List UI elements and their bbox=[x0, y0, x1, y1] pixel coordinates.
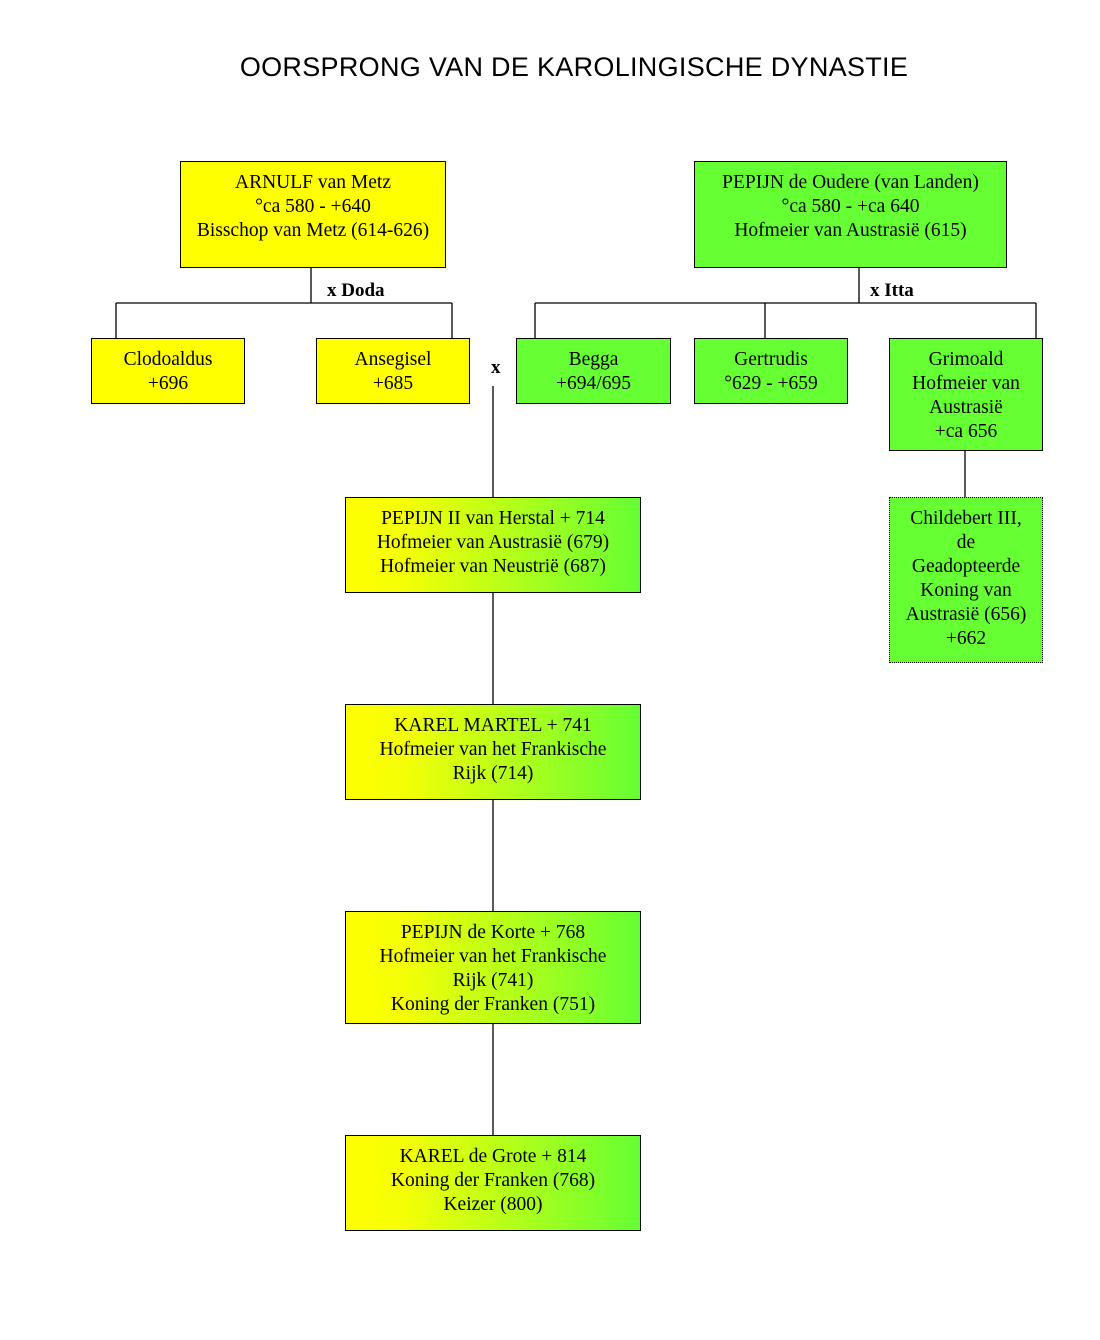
person-line: +ca 656 bbox=[934, 421, 998, 442]
person-box-arnulf: ARNULF van Metz °ca 580 - +640 Bisschop … bbox=[180, 161, 446, 268]
person-line: Keizer (800) bbox=[443, 1194, 543, 1215]
person-line: Ansegisel bbox=[354, 349, 432, 370]
person-line: Clodoaldus bbox=[123, 349, 213, 370]
spouse-label-itta: x Itta bbox=[870, 280, 914, 301]
person-box-karel-grote: KAREL de Grote + 814 Koning der Franken … bbox=[345, 1135, 641, 1231]
person-line: Childebert III, bbox=[910, 508, 1022, 529]
person-line: PEPIJN de Korte + 768 bbox=[400, 922, 586, 943]
person-line: de bbox=[956, 532, 976, 553]
person-line: +694/695 bbox=[556, 373, 631, 394]
person-box-karel-martel: KAREL MARTEL + 741 Hofmeier van het Fran… bbox=[345, 704, 641, 800]
person-line: Geadopteerde bbox=[911, 556, 1021, 577]
person-box-pepijn-ii: PEPIJN II van Herstal + 714 Hofmeier van… bbox=[345, 497, 641, 593]
chart-title: OORSPRONG VAN DE KAROLINGISCHE DYNASTIE bbox=[239, 52, 909, 82]
person-line: +662 bbox=[945, 628, 987, 649]
spouse-label-doda: x Doda bbox=[327, 280, 385, 301]
person-line: Koning der Franken (751) bbox=[390, 994, 596, 1015]
person-line: Austrasië (656) bbox=[905, 604, 1027, 625]
person-line: °629 - +659 bbox=[724, 373, 818, 394]
person-line: Hofmeier van Austrasië (615) bbox=[734, 220, 967, 241]
person-box-pepijn-oudere: PEPIJN de Oudere (van Landen) °ca 580 - … bbox=[694, 161, 1007, 268]
person-line: Rijk (741) bbox=[452, 970, 534, 991]
person-line: Hofmeier van het Frankische bbox=[379, 739, 607, 760]
person-box-gertrudis: Gertrudis °629 - +659 bbox=[694, 338, 848, 404]
person-line: KAREL de Grote + 814 bbox=[399, 1146, 587, 1167]
person-box-begga: Begga +694/695 bbox=[516, 338, 671, 404]
marriage-label: x bbox=[491, 357, 501, 378]
person-line: +696 bbox=[147, 373, 189, 394]
person-line: Koning van bbox=[920, 580, 1012, 601]
person-line: °ca 580 - +640 bbox=[255, 196, 371, 217]
person-box-clodoaldus: Clodoaldus +696 bbox=[91, 338, 245, 404]
person-box-grimoald: Grimoald Hofmeier van Austrasië +ca 656 bbox=[889, 338, 1043, 451]
person-line: Hofmeier van het Frankische bbox=[379, 946, 607, 967]
person-line: Grimoald bbox=[928, 349, 1004, 370]
person-line: Hofmeier van bbox=[912, 373, 1020, 394]
person-line: Bisschop van Metz (614-626) bbox=[196, 220, 430, 241]
person-line: Koning der Franken (768) bbox=[390, 1170, 596, 1191]
person-line: PEPIJN de Oudere (van Landen) bbox=[722, 172, 979, 193]
person-line: Gertrudis bbox=[734, 349, 808, 370]
person-line: ARNULF van Metz bbox=[235, 172, 391, 193]
person-line: PEPIJN II van Herstal + 714 bbox=[381, 508, 605, 529]
person-box-ansegisel: Ansegisel +685 bbox=[316, 338, 470, 404]
person-line: Austrasië bbox=[929, 397, 1003, 418]
person-line: +685 bbox=[372, 373, 414, 394]
person-box-childebert: Childebert III, de Geadopteerde Koning v… bbox=[889, 497, 1043, 663]
person-box-pepijn-korte: PEPIJN de Korte + 768 Hofmeier van het F… bbox=[345, 911, 641, 1024]
person-line: Rijk (714) bbox=[452, 763, 534, 784]
person-line: Begga bbox=[568, 349, 619, 370]
person-line: °ca 580 - +ca 640 bbox=[781, 196, 920, 217]
person-line: Hofmeier van Neustrië (687) bbox=[380, 556, 606, 577]
person-line: KAREL MARTEL + 741 bbox=[394, 715, 592, 736]
person-line: Hofmeier van Austrasië (679) bbox=[376, 532, 610, 553]
